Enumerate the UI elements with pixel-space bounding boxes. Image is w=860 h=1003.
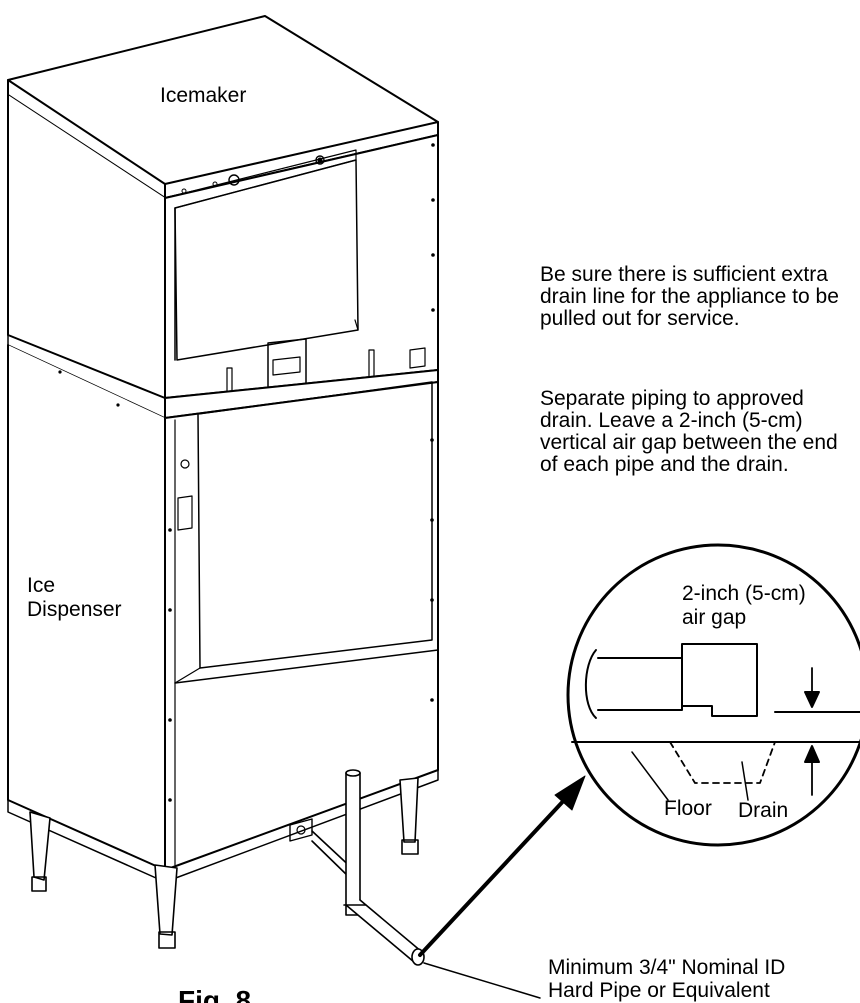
icemaker-label: Icemaker: [160, 84, 247, 107]
drain-label: Drain: [738, 799, 789, 822]
legs: [29, 777, 419, 949]
ice-dispenser-unit: [7, 344, 439, 883]
icemaker-unit: [7, 15, 439, 419]
pipe-spec-label-line2: Hard Pipe or Equivalent: [548, 979, 770, 1002]
pipe-spec-label-line1: Minimum 3/4" Nominal ID: [548, 956, 786, 979]
figure-caption: Fig. 8: [178, 985, 252, 1003]
floor-label: Floor: [664, 797, 712, 820]
air-gap-label-line2: air gap: [682, 606, 747, 629]
ice-dispenser-label-line2: Dispenser: [27, 598, 122, 621]
air-gap-detail: [566, 543, 860, 847]
air-gap-label-line1: 2-inch (5-cm): [682, 582, 806, 605]
ice-dispenser-label-line1: Ice: [27, 574, 56, 597]
note-separate-piping: Separate piping to approved drain. Leave…: [540, 387, 838, 476]
note-sufficient-line: Be sure there is sufficient extra drain …: [540, 263, 839, 330]
drain-pipe: [311, 769, 425, 966]
